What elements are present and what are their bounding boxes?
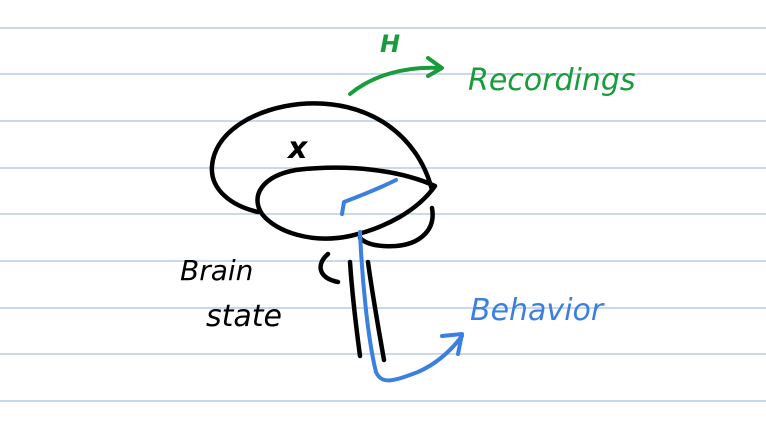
brain-state-label-line1: Brain [180, 254, 253, 287]
brain-drawing [209, 101, 438, 363]
cerebrum-outline [209, 101, 435, 215]
blue-stroke [340, 178, 398, 216]
cerebellum [357, 205, 435, 249]
recordings-arrow [348, 56, 444, 96]
behavior-pathway [340, 178, 464, 383]
map-label: H [380, 30, 400, 58]
green-arrow-shaft [348, 65, 442, 96]
blue-stem-arrow [358, 230, 464, 383]
brain-state-label-line2: state [206, 299, 282, 334]
temporal-lobe [255, 165, 438, 241]
brainstem-right [365, 259, 387, 363]
green-arrowhead [426, 56, 444, 78]
brainstem-left [347, 259, 363, 359]
latent-label: x [286, 131, 309, 166]
behavior-label: Behavior [470, 293, 605, 328]
brainstem-hook [318, 251, 341, 285]
recordings-label: Recordings [468, 63, 636, 98]
blue-arrowhead [440, 332, 464, 356]
ruled-lines [0, 27, 766, 402]
